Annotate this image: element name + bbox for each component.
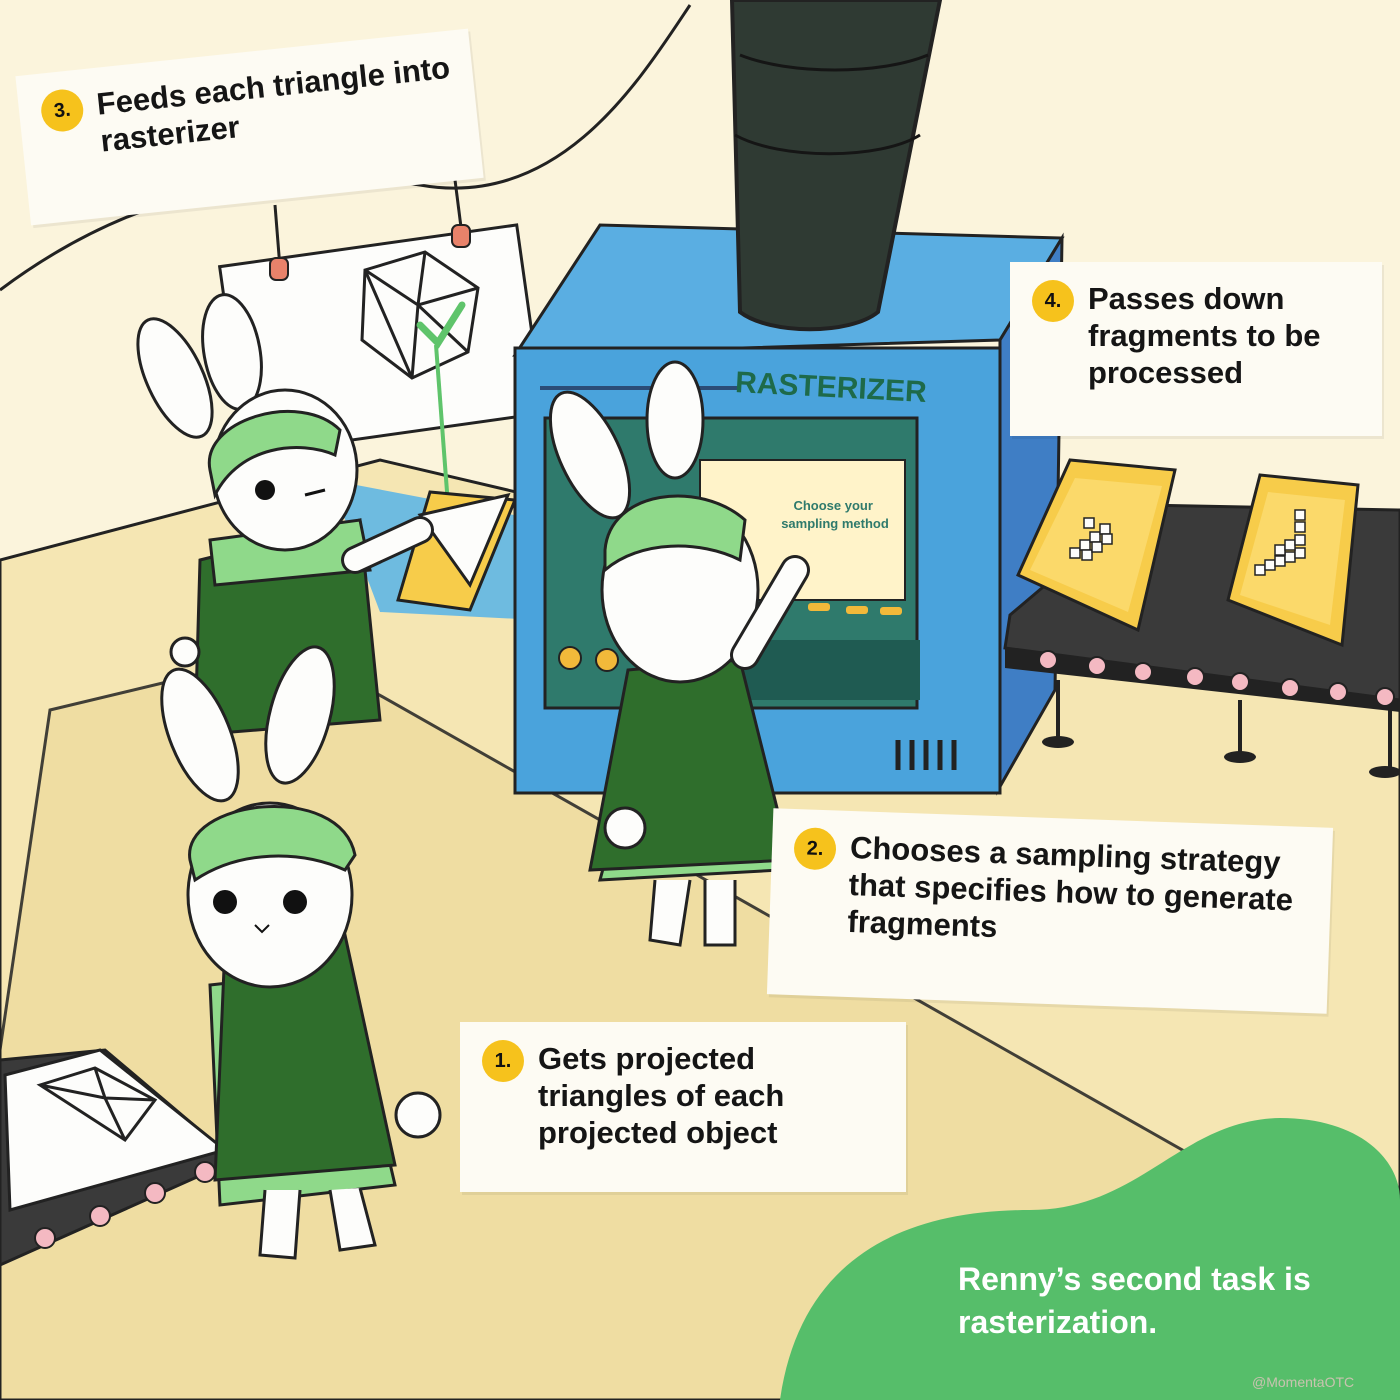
step-1-text: Gets projected triangles of each project…: [538, 1041, 785, 1151]
step-2-note: 2. Chooses a sampling strategy that spec…: [766, 808, 1334, 1014]
step-1-note: 1. Gets projected triangles of each proj…: [460, 1022, 906, 1192]
watermark: @MomentaOTC: [1252, 1374, 1355, 1390]
step-4-note: 4. Passes down fragments to be processed: [1010, 262, 1382, 436]
cube-wireframe-icon: [360, 250, 480, 380]
feed-arrow: [434, 344, 450, 506]
green-blob: [780, 1118, 1400, 1400]
step-3-text: Feeds each triangle into rasterizer: [94, 49, 452, 159]
ceiling-line: [0, 4, 692, 292]
step-3-badge: 3.: [39, 87, 86, 134]
step-2-text: Chooses a sampling strategy that specifi…: [846, 829, 1294, 945]
step-4-text: Passes down fragments to be processed: [1088, 281, 1321, 391]
fragment-grid-icon-2: [1254, 509, 1306, 576]
fragment-grid-icon: [1069, 517, 1113, 561]
caption: Renny’s second task is rasterization.: [958, 1261, 1311, 1341]
screen-text-line-2: sampling method: [781, 516, 889, 531]
chute: [729, 0, 943, 332]
cube-wireframe-icon-2: [36, 1066, 158, 1143]
screen-text: Choose your sampling method: [781, 498, 889, 531]
step-2-badge: 2.: [793, 827, 837, 871]
rabbit-back: [548, 360, 810, 947]
step-1-badge: 1.: [482, 1040, 524, 1082]
screen-text-line-1: Choose your: [793, 498, 872, 513]
rabbit-front: [160, 645, 442, 1260]
checkmark-icon: [416, 301, 466, 349]
step-4-badge: 4.: [1032, 280, 1074, 322]
triangle-icon: [417, 492, 511, 589]
